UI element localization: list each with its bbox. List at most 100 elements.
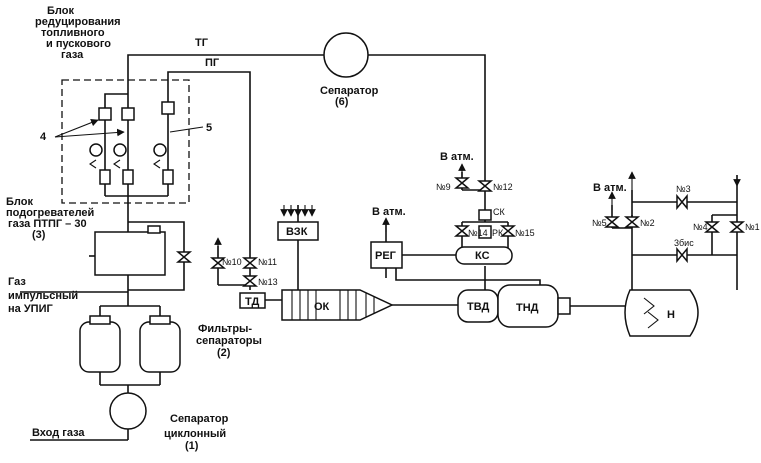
valve-4 [703,221,721,233]
valve-13 [241,275,259,287]
valve-2 [623,216,641,228]
axial-compressor [281,289,394,321]
v1-label: №1 [745,222,760,232]
turbines [457,284,571,328]
vzk-box [277,221,319,241]
v3-label: №3 [676,184,691,194]
atm-label-2: В атм. [372,206,406,218]
v5-label: №5 [592,218,607,228]
filters-l2: сепараторы [196,335,262,347]
filter-separators [79,315,181,373]
tg-line-2 [368,54,486,200]
n-label: Н [667,309,675,321]
cyclone-l3: (1) [185,440,199,452]
label-tg: ТГ [195,37,209,49]
rk-valve [478,225,492,239]
reduction-valve-1 [98,107,112,121]
v10-label: №10 [222,257,242,267]
reduction-valve-4 [99,169,111,185]
coupling [557,297,571,315]
filter-right [139,321,181,373]
reduction-fittings [89,159,161,169]
separator6-name: Сепаратор [320,85,379,97]
v3bis-label: 3бис [674,238,694,248]
separator6-num: (6) [335,96,349,108]
impulse-l3: на УПИГ [8,303,53,315]
heaters-l1: Блок [6,196,33,208]
cyclone-separator [109,392,147,430]
tvd-label: ТВД [467,301,490,313]
reduction-regulator-2 [113,143,127,157]
filters-l1: Фильтры- [198,323,252,335]
label-5: 5 [206,122,212,134]
atm-label-3: В атм. [593,182,627,194]
heaters-l3: газа ПТПГ – 30 [8,218,87,230]
valve-5 [603,216,621,228]
impulse-l1: Газ [8,276,26,288]
valves [175,177,746,287]
reduction-valve-5 [122,169,134,185]
label-pg: ПГ [205,57,220,69]
reg-box [370,241,403,269]
reduction-valve-3 [161,101,175,115]
valve-bypass-heater [175,251,193,263]
valve-3bis [676,246,688,264]
filter-right-cap [149,315,171,325]
heaters-l2: подогревателей [6,207,94,219]
block-reduction-l2: редуцирования [35,16,121,28]
supercharger [624,289,699,337]
v14-label: №14 [468,228,488,238]
reduction-valve-6 [162,169,174,185]
vzk-label: ВЗК [286,226,308,238]
heater-ptpg-30 [94,231,166,276]
text-labels: Блок редуцирования топливного и пусковог… [6,5,760,452]
filters-l3: (2) [217,347,231,359]
valve-15 [499,225,517,237]
block-reduction-l4: и пускового [46,38,111,50]
leader-4b [54,128,125,138]
valve-1 [728,221,746,233]
gas-inlet-label: Вход газа [32,427,85,439]
tg-line [127,54,324,85]
ks-label: КС [475,250,490,262]
reduction-regulator-1 [89,143,103,157]
reduction-block-frame [61,79,190,204]
sk-valve [478,209,492,221]
block-reduction-l3: топливного [41,27,105,39]
block-reduction-l5: газа [61,49,84,61]
v4-label: №4 [693,222,708,232]
filter-left [79,321,121,373]
v2-label: №2 [640,218,655,228]
v15-label: №15 [515,228,535,238]
td-label: ТД [245,296,259,308]
block-reduction-l1: Блок [47,5,74,17]
reduction-left-branch [104,93,128,196]
label-4: 4 [40,131,47,143]
reduction-regulator-3 [153,143,167,157]
reg-label: РЕГ [375,250,397,262]
n-impeller [643,297,659,329]
filter-left-cap [89,315,111,325]
ks-chamber [455,246,513,265]
leader-5 [169,126,204,133]
pg-line [167,71,251,290]
heater-chimney [147,225,161,234]
valve-14 [453,225,471,237]
separator-6 [323,32,369,78]
v12-label: №12 [493,182,513,192]
n-body [624,289,699,337]
tnd-label: ТНД [516,302,539,314]
cyclone-l2: циклонный [164,428,226,440]
v9-label: №9 [436,182,451,192]
ok-body [281,289,394,321]
valve-3 [676,193,688,211]
cyclone-l1: Сепаратор [170,413,229,425]
reduction-valve-2 [121,107,135,121]
rk-label: РК [492,228,504,238]
v11-label: №11 [258,257,277,267]
valve-9 [453,177,471,189]
valve-11 [241,257,259,269]
sk-label: СК [493,207,505,217]
impulse-l2: импульсный [8,290,78,302]
